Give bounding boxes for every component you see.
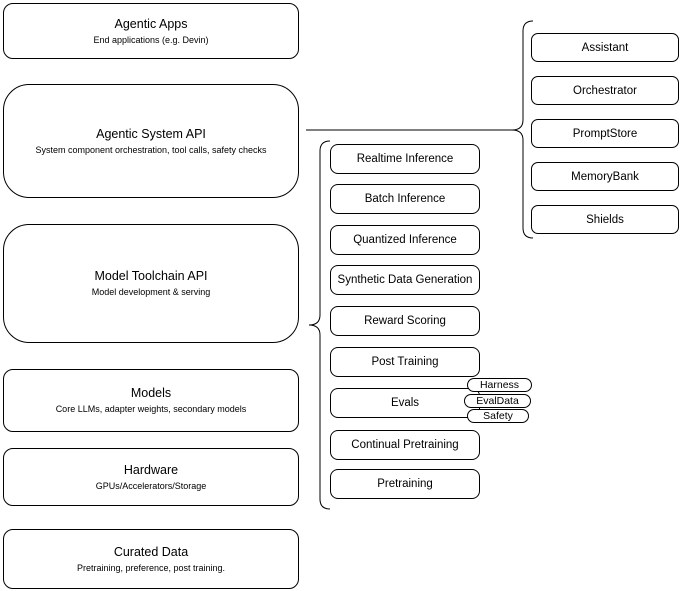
component-promptstore: PromptStore [531,119,679,148]
layer-subtitle: End applications (e.g. Devin) [93,34,209,45]
layer-subtitle: Pretraining, preference, post training. [76,562,226,573]
layer-title: Curated Data [113,544,189,559]
layer-title: Model Toolchain API [94,269,208,283]
service-realtime-inference: Realtime Inference [330,144,480,174]
layer-agentic-apps: Agentic Apps End applications (e.g. Devi… [3,3,299,59]
layer-agentic-system-api: Agentic System API System component orch… [3,84,299,198]
service-quantized-inference: Quantized Inference [330,225,480,255]
layer-subtitle: GPUs/Accelerators/Storage [95,480,207,491]
service-post-training: Post Training [330,347,480,377]
component-memorybank: MemoryBank [531,162,679,191]
layer-hardware: Hardware GPUs/Accelerators/Storage [3,448,299,506]
layer-subtitle: Core LLMs, adapter weights, secondary mo… [55,404,247,414]
eval-pill-harness: Harness [467,378,532,392]
layer-title: Agentic Apps [114,16,188,31]
layer-models: Models Core LLMs, adapter weights, secon… [3,369,299,432]
component-assistant: Assistant [531,33,679,62]
toolchain-brace [308,140,331,510]
layer-title: Agentic System API [96,126,206,141]
service-batch-inference: Batch Inference [330,184,480,214]
service-pretraining: Pretraining [330,469,480,499]
layer-subtitle: System component orchestration, tool cal… [35,144,267,155]
service-continual-pretraining: Continual Pretraining [330,430,480,460]
agentic-brace [511,20,534,239]
service-reward-scoring: Reward Scoring [330,306,480,336]
layer-title: Hardware [123,462,179,477]
layer-curated-data: Curated Data Pretraining, preference, po… [3,529,299,589]
eval-pill-evaldata: EvalData [464,394,531,408]
eval-pill-safety: Safety [467,409,529,423]
component-shields: Shields [531,205,679,234]
service-synthetic-data-generation: Synthetic Data Generation [330,265,480,295]
layer-title: Models [130,386,172,400]
layer-model-toolchain-api: Model Toolchain API Model development & … [3,224,299,343]
layer-subtitle: Model development & serving [91,287,211,297]
component-orchestrator: Orchestrator [531,76,679,105]
service-evals: Evals [330,388,480,418]
